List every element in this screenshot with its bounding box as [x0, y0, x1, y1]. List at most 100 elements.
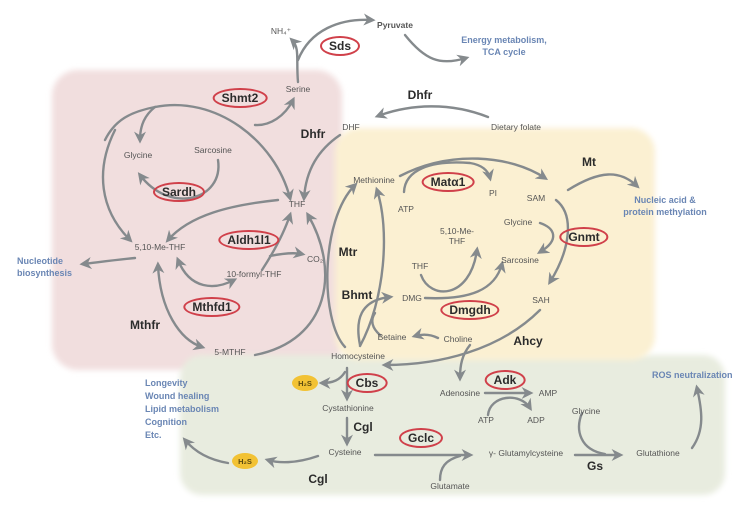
arrow-met-sam	[398, 157, 549, 180]
outcome-line: Longevity	[145, 378, 188, 388]
arrow-sam-methylation	[566, 173, 640, 192]
arrow-cysteine-h2s	[264, 454, 320, 469]
arrow-atp-pi	[402, 161, 494, 194]
arrow-dhf-thf	[298, 133, 342, 202]
metabolite-serine: Serine	[285, 84, 311, 94]
metabolite-thf: THF	[288, 199, 306, 209]
enzyme-gs: Gs	[586, 459, 604, 473]
arrow-choline-betaine	[411, 327, 440, 340]
metabolite-cysteine: Cysteine	[328, 447, 362, 457]
outcome-line: protein methylation	[623, 207, 707, 217]
outcome-line: Cognition	[145, 417, 187, 427]
outcome-methylation: Nucleic acid & protein methylation	[623, 194, 707, 218]
metabolite-cystathionine: Cystathionine	[322, 403, 374, 413]
arrow-folate-dhf	[374, 105, 490, 119]
metabolite-pyruvate: Pyruvate	[377, 20, 413, 30]
outcome-line: Nucleotide	[17, 256, 64, 266]
metabolite-atp-mat: ATP	[398, 204, 414, 214]
enzyme-cbs: Cbs	[346, 373, 388, 393]
arrow-bhmt-hcy-met	[358, 186, 386, 348]
metabolite-methionine: Methionine	[353, 175, 395, 185]
arrow-mtr-hcy-met	[326, 182, 358, 349]
outcome-line: TCA cycle	[482, 47, 526, 57]
metabolite-adenosine: Adenosine	[439, 388, 481, 398]
arrow-glutathione-ros	[690, 384, 705, 450]
outcome-energy-metabolism: Energy metabolism, TCA cycle	[461, 34, 547, 58]
arrow-shmt2-glycine	[134, 105, 157, 144]
metabolite-5-mthf: 5-MTHF	[214, 347, 246, 357]
enzyme-sds: Sds	[319, 36, 361, 56]
outcome-line: Lipid metabolism	[145, 404, 220, 414]
metabolite-co2: CO₂	[306, 254, 324, 264]
outcome-ros-neutralization: ROS neutralization	[652, 370, 733, 380]
enzyme-adk: Adk	[484, 370, 526, 390]
enzyme-mthfd1: Mthfd1	[183, 297, 241, 317]
outcome-line: Energy metabolism,	[461, 35, 547, 45]
metabolite-glycine: Glycine	[123, 150, 153, 160]
metabolite-betaine: Betaine	[377, 332, 407, 342]
metabolite-10-formyl-thf: 10-formyl-THF	[226, 269, 282, 279]
enzyme-gclc: Gclc	[398, 428, 444, 448]
enzyme-dmgdh: Dmgdh	[440, 300, 500, 320]
enzyme-dhfr-mid: Dhfr	[300, 127, 326, 141]
enzyme-aldh1l1: Aldh1l1	[218, 230, 280, 250]
arrow-atp-adp	[486, 396, 532, 417]
enzyme-bhmt: Bhmt	[341, 288, 373, 302]
arrow-sah-hcy	[381, 308, 542, 371]
metabolite-sam: SAM	[526, 193, 546, 203]
metabolite-glutamylcysteine: γ- Glutamylcysteine	[488, 448, 564, 458]
arrow-shmt2-left	[103, 105, 157, 142]
metabolite-homocysteine: Homocysteine	[331, 351, 385, 361]
enzyme-shmt2: Shmt2	[212, 88, 268, 108]
outcome-line: Etc.	[145, 430, 162, 440]
metabolite-dmg: DMG	[402, 293, 422, 303]
arrow-dmg-sarcosine	[423, 260, 506, 300]
outcome-line: Wound healing	[145, 391, 210, 401]
arrow-thf-methf	[165, 198, 280, 243]
arrow-glutamate	[438, 454, 462, 482]
metabolite-5-10-me-thf: 5,10-Me-THF	[134, 242, 186, 252]
enzyme-mtr: Mtr	[338, 245, 358, 259]
arrow-betaine-dmg	[357, 291, 394, 347]
arrow-aldh-co2	[268, 246, 306, 259]
outcome-line: Nucleic acid &	[634, 195, 696, 205]
enzyme-dhfr-top: Dhfr	[407, 88, 433, 102]
metabolite-amp: AMP	[538, 388, 558, 398]
enzyme-mt: Mt	[582, 155, 596, 169]
metabolite-sarcosine: Sarcosine	[194, 145, 232, 155]
enzyme-mthfr: Mthfr	[130, 318, 160, 332]
arrow-mthfr	[152, 261, 206, 351]
metabolite-thf-met: THF	[411, 261, 429, 271]
metabolite-sah: SAH	[532, 295, 550, 305]
h2s-badge: H₂S	[232, 453, 258, 469]
metabolite-glycine-met: Glycine	[503, 217, 533, 227]
enzyme-mata1: Matα1	[421, 172, 475, 192]
arrow-h2s-longevity	[182, 437, 230, 465]
arrow-glycine-sarcosine	[536, 221, 555, 254]
enzyme-gnmt: Gnmt	[559, 227, 609, 247]
metabolite-nh4: NH₄⁺	[270, 26, 292, 36]
metabolite-glycine-gs: Glycine	[571, 406, 601, 416]
metabolite-choline: Choline	[443, 334, 473, 344]
metabolite-sarcosine-met: Sarcosine	[501, 255, 539, 265]
arrow-shmt2-arc-thf	[153, 103, 294, 202]
arrow-glycine-gs	[577, 411, 607, 456]
metabolite-pi: PI	[488, 188, 498, 198]
metabolite-glutamate: Glutamate	[430, 481, 470, 491]
arrow-ahcy-adenosine	[454, 343, 472, 382]
outcome-line: biosynthesis	[17, 268, 73, 278]
metabolite-glutathione: Glutathione	[636, 448, 680, 458]
outcome-nucleotide-biosynthesis: Nucleotide biosynthesis	[17, 255, 72, 279]
arrow-shmt2-metthf	[101, 128, 133, 243]
metabolite-atp-adk: ATP	[478, 415, 494, 425]
arrow-serine-nh4	[289, 37, 303, 84]
metabolite-dietary-folate: Dietary folate	[490, 122, 542, 132]
arrow-hcy-h2s	[318, 370, 347, 389]
arrow-pyruvate-energy	[403, 33, 470, 67]
arrow-thf-methf-met	[419, 246, 482, 293]
metabolite-5-10-me-thf-met: 5,10-Me- THF	[439, 226, 475, 246]
h2s-badge: H₂S	[292, 375, 318, 391]
enzyme-ahcy: Ahcy	[513, 334, 543, 348]
